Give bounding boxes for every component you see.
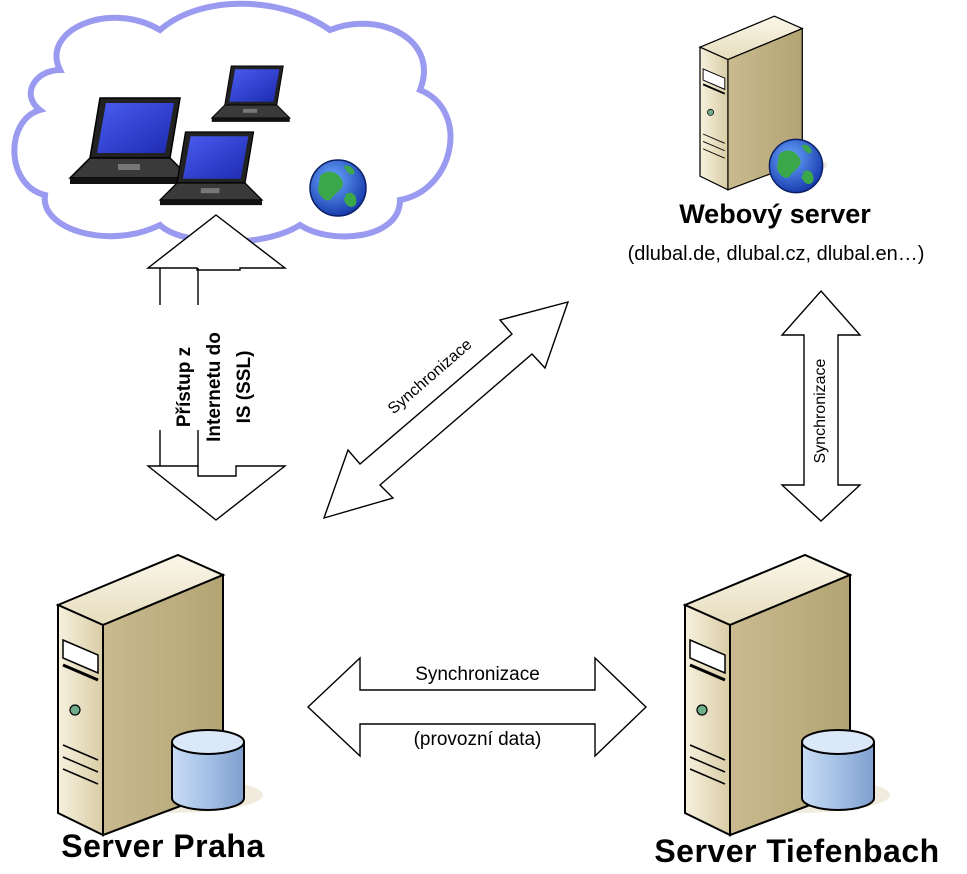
server-praha-icon xyxy=(56,553,265,837)
sync-vertical-arrow xyxy=(780,289,862,522)
database-icon xyxy=(801,729,875,811)
sync-horizontal-label: Synchronizace xyxy=(415,664,540,685)
database-icon xyxy=(171,729,245,811)
sync-vertical-label: Synchronizace xyxy=(812,358,829,464)
sync-horizontal-arrow xyxy=(306,656,648,758)
server-praha-title: Server Praha xyxy=(61,828,265,864)
web-server-subtitle: (dlubal.de, dlubal.cz, dlubal.en…) xyxy=(627,243,925,265)
sync-diagonal-arrow xyxy=(322,300,570,520)
internet-access-line2: Internetu do xyxy=(204,332,225,442)
sync-horizontal-sublabel: (provozní data) xyxy=(413,729,542,750)
web-server-icon xyxy=(699,15,829,194)
server-tiefenbach-icon xyxy=(683,553,892,837)
globe-icon xyxy=(309,159,367,217)
internet-cloud xyxy=(11,0,454,245)
globe-icon xyxy=(768,138,824,194)
web-server-title: Webový server xyxy=(679,199,871,229)
internet-access-line3: IS (SSL) xyxy=(234,350,255,424)
server-tiefenbach-title: Server Tiefenbach xyxy=(654,833,940,869)
internet-access-arrow xyxy=(145,214,288,521)
internet-access-label: Přístup z Internetu do IS (SSL) xyxy=(170,267,260,507)
internet-access-line1: Přístup z xyxy=(174,346,195,428)
